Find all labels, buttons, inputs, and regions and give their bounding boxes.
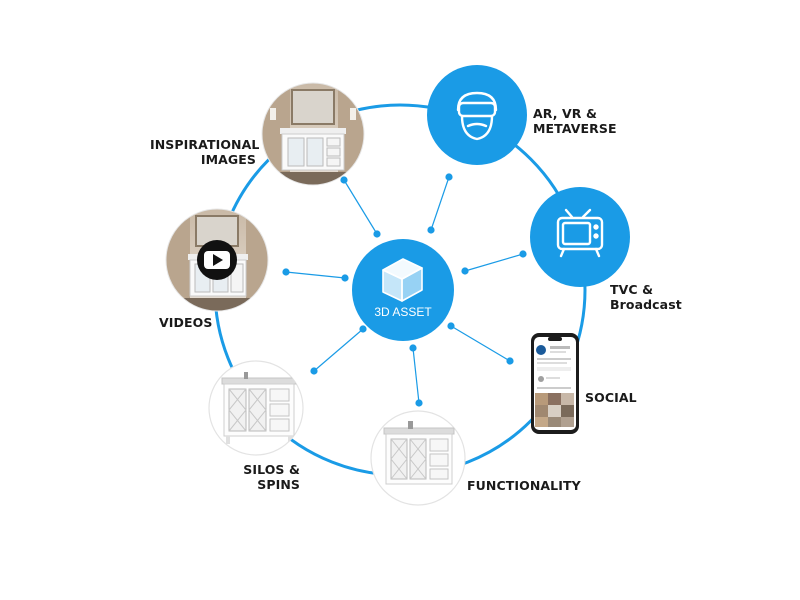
node-videos <box>166 209 270 311</box>
label-ar-vr-metaverse: AR, VR &METAVERSE <box>533 106 617 136</box>
node-ar-vr <box>427 65 527 165</box>
smartphone-icon <box>531 333 579 434</box>
label-functionality: FUNCTIONALITY <box>467 478 581 493</box>
connector-ar-vr <box>428 174 452 233</box>
node-tvc <box>530 187 630 287</box>
play-button-icon <box>197 240 237 280</box>
bathroom-vanity-photo <box>260 82 368 186</box>
connector-functionality <box>410 345 422 406</box>
connector-inspirational <box>341 177 380 237</box>
connector-silos <box>311 326 366 374</box>
vanity-silo <box>222 372 296 444</box>
connector-social <box>448 323 513 364</box>
label-social: SOCIAL <box>585 390 637 405</box>
connector-videos <box>283 269 348 281</box>
label-silos-spins: SILOS &SPINS <box>220 462 300 492</box>
label-tvc-broadcast: TVC &Broadcast <box>610 282 682 312</box>
node-functionality <box>371 411 465 505</box>
label-videos: VIDEOS <box>159 315 212 330</box>
center-label: 3D ASSET <box>374 305 432 319</box>
vanity-render <box>384 421 454 484</box>
node-inspirational <box>260 82 368 186</box>
node-silos <box>209 361 303 455</box>
center-node: 3D ASSET <box>352 239 454 341</box>
connector-tvc <box>462 251 526 274</box>
